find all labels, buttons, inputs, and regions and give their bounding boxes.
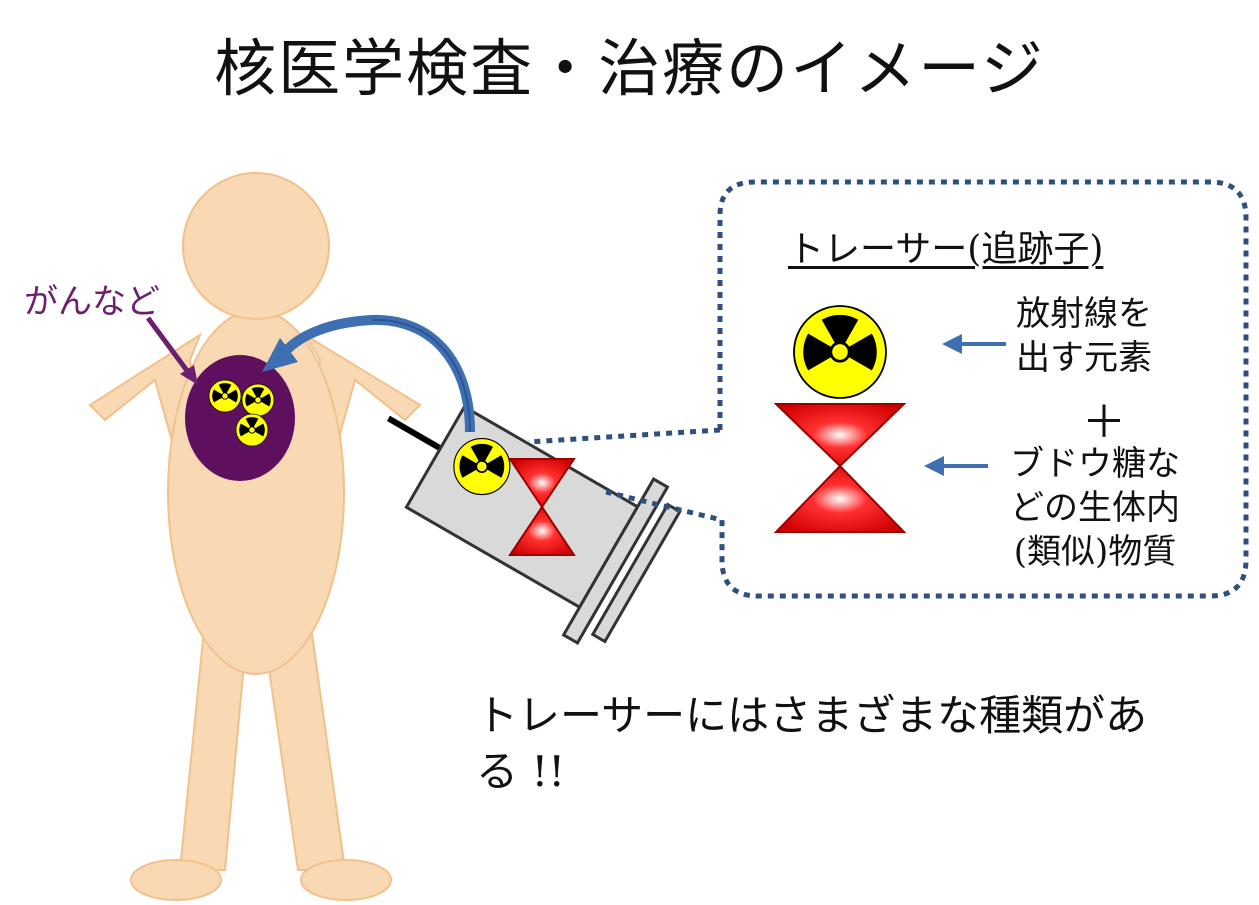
- cancer-pointer-arrow: [145, 316, 198, 385]
- substance-label: ブドウ糖な どの生体内 (類似)物質: [1010, 442, 1180, 574]
- left-foot: [130, 859, 222, 901]
- substance-line-3: (類似)物質: [1013, 532, 1177, 572]
- right-foot: [300, 859, 392, 901]
- cancer-label: がんなど: [24, 282, 160, 322]
- substance-line-1: ブドウ糖な: [1010, 444, 1180, 484]
- radiation-line-2: 出す元素: [1016, 338, 1152, 378]
- injection-arrow: [262, 314, 475, 433]
- note-line-1: トレーサーにはさまざまな種類があ: [476, 691, 1148, 740]
- hourglass-icon: [773, 403, 907, 533]
- note-line-2: る !!: [476, 747, 566, 796]
- radiation-icon: [790, 304, 890, 400]
- syringe-icon: [386, 404, 682, 645]
- plus-sign: ＋: [1082, 397, 1126, 448]
- radiation-line-1: 放射線を: [1016, 294, 1152, 334]
- tumor: [185, 355, 295, 481]
- substance-line-2: どの生体内: [1010, 488, 1180, 528]
- head: [182, 172, 330, 320]
- tracer-note: トレーサーにはさまざまな種類があ る !!: [476, 688, 1196, 800]
- arrow-icon: [924, 334, 1006, 476]
- tracer-callout: [527, 179, 1249, 599]
- tracer-heading: トレーサー(追跡子): [788, 229, 1104, 270]
- page-title: 核医学検査・治療のイメージ: [214, 32, 1045, 105]
- radiation-element-label: 放射線を 出す元素: [1016, 292, 1152, 380]
